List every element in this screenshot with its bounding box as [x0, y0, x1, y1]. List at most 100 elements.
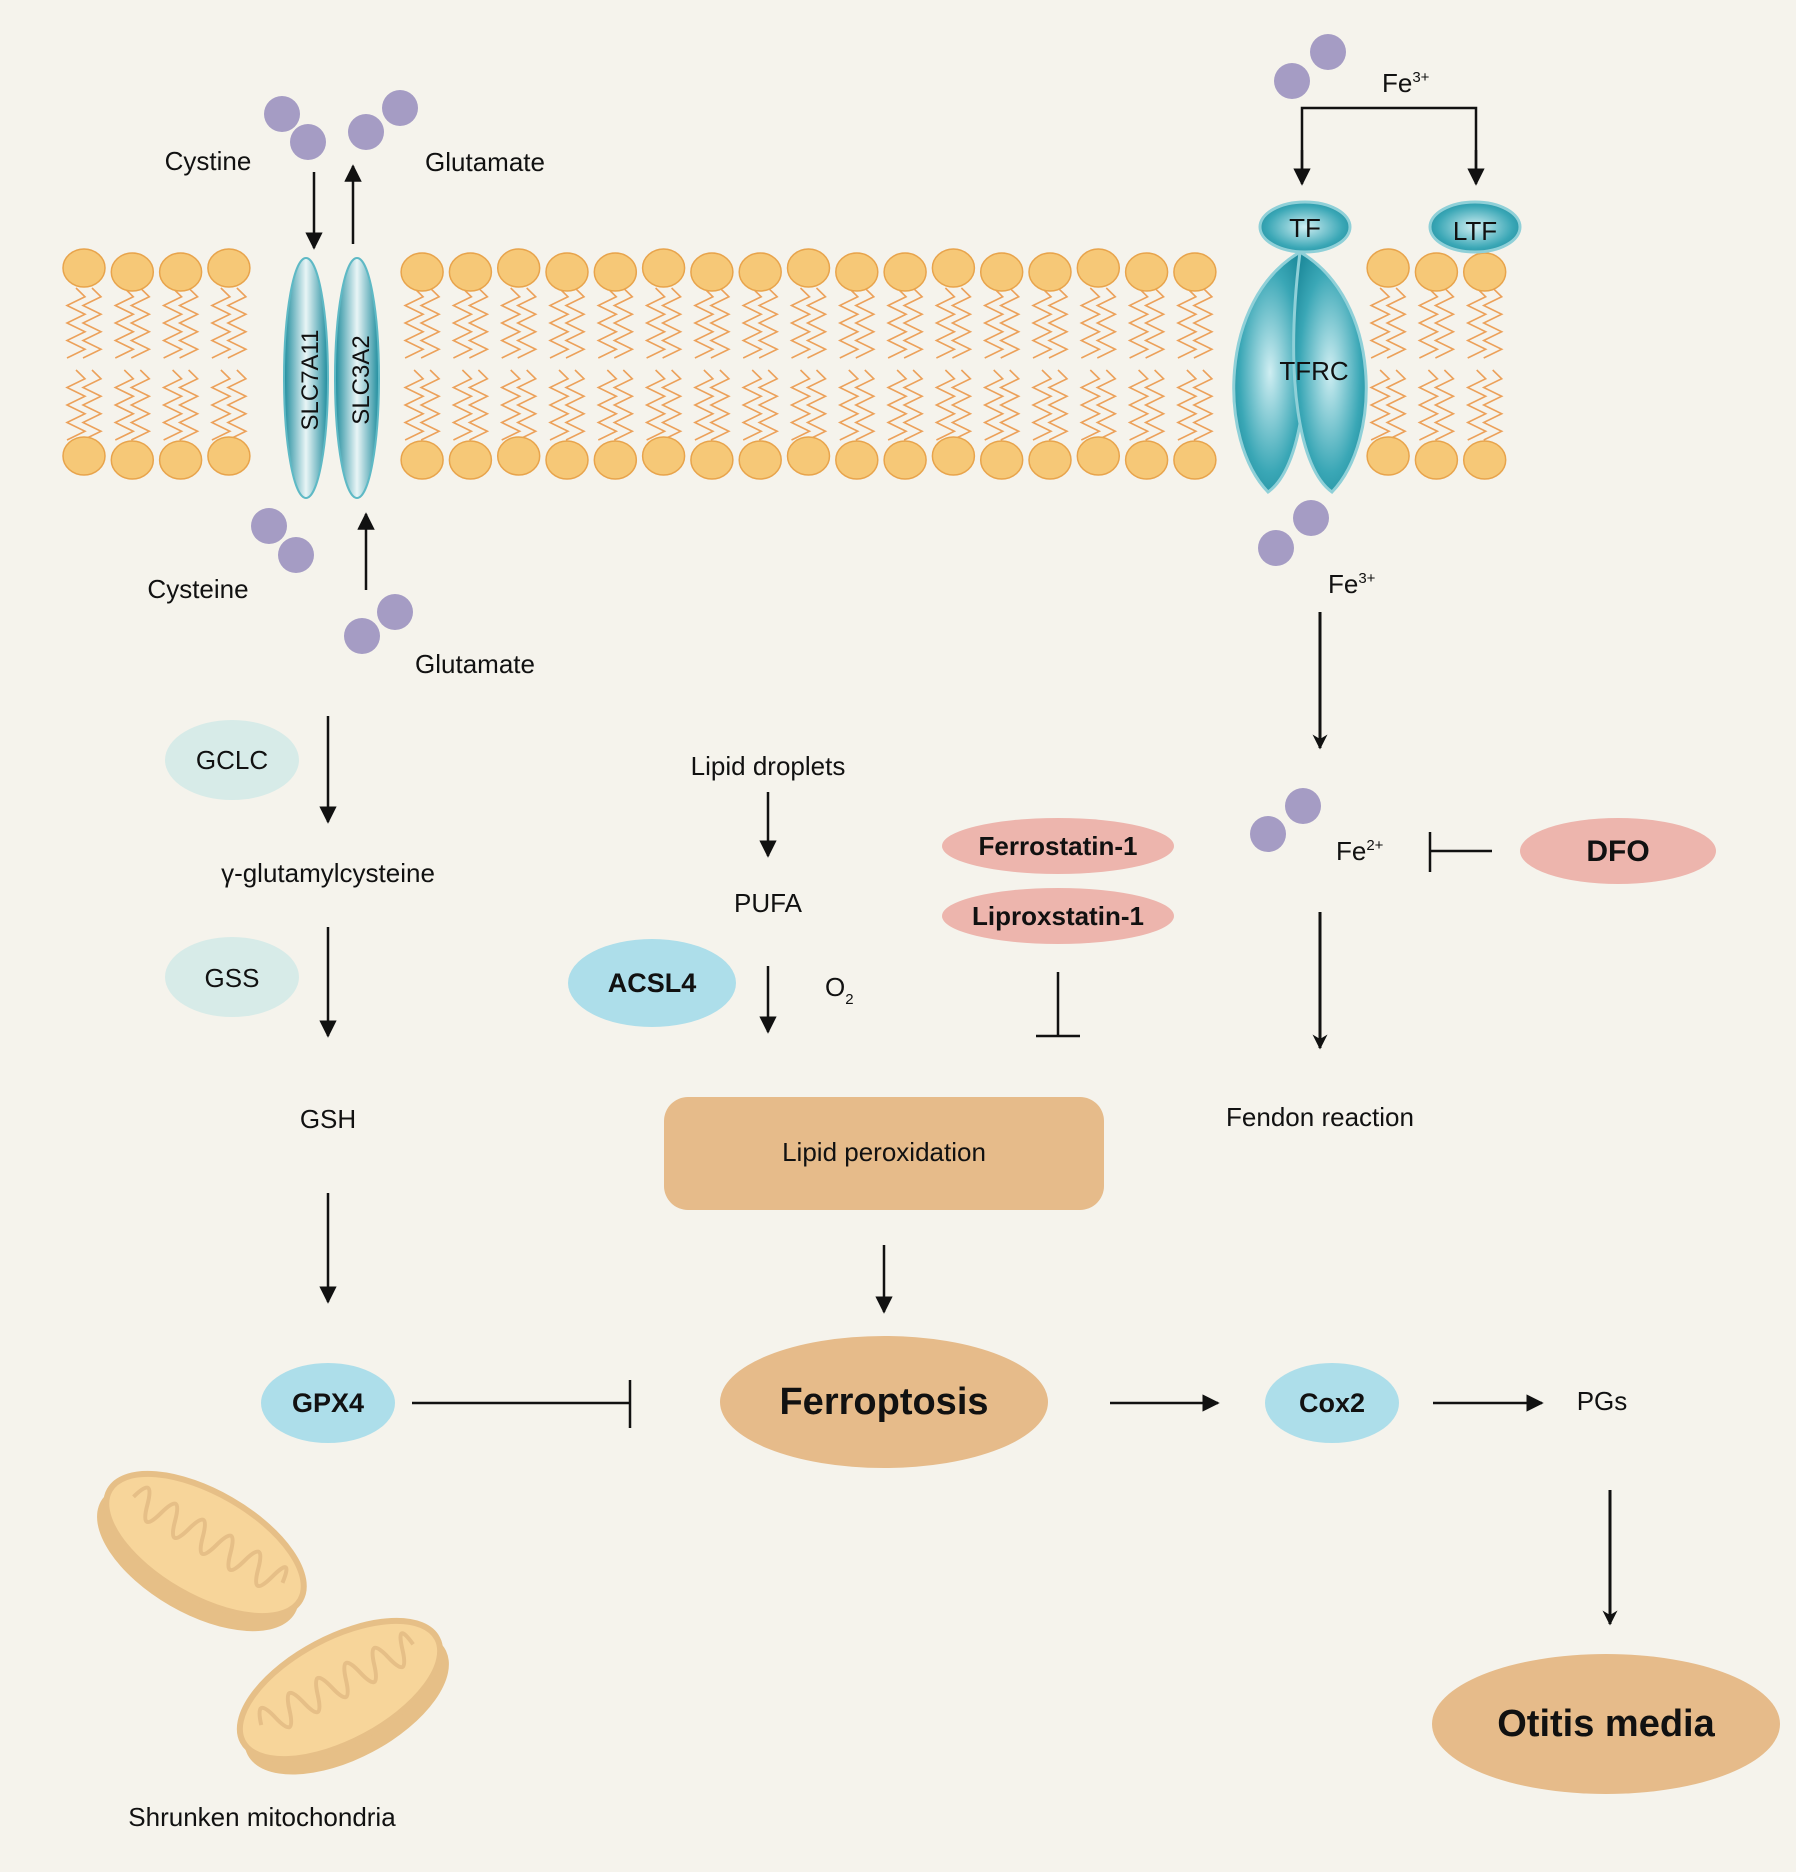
lipid-tail — [177, 287, 200, 359]
lipid-head — [1462, 252, 1507, 292]
lipid-head — [1173, 252, 1217, 292]
lipid-head — [496, 436, 541, 476]
otitis-media-label: Otitis media — [1497, 1703, 1715, 1745]
lipid-tail — [789, 369, 812, 441]
iron-molecule — [1258, 530, 1294, 566]
lipid-head — [545, 440, 589, 480]
gss-node — [165, 937, 299, 1017]
lipid-tail — [548, 287, 570, 359]
gclc-label: GCLC — [196, 745, 268, 775]
lipid-tail — [65, 369, 87, 441]
lipid-tail — [1433, 287, 1456, 359]
lipid-head — [448, 440, 493, 480]
lipid-tail — [81, 287, 103, 359]
lipid-tail — [757, 287, 780, 359]
glutamate-out-label: Glutamate — [425, 147, 545, 177]
lipid-head — [883, 440, 927, 480]
acsl4-node — [568, 939, 736, 1027]
lipid-tail — [1176, 287, 1198, 359]
lipid-tail — [226, 369, 248, 441]
arrows — [305, 106, 1618, 1626]
lipid-head — [448, 252, 493, 292]
glutamate-in-label: Glutamate — [415, 649, 535, 679]
gclc-node — [165, 720, 299, 800]
lipid-tail — [853, 287, 876, 359]
cox2-label: Cox2 — [1299, 1388, 1365, 1418]
lipid-tail — [837, 287, 860, 359]
lipid-tail — [1079, 287, 1102, 359]
lipid-head — [1366, 248, 1410, 288]
lipid-tail — [1417, 287, 1440, 359]
lipid-head — [738, 440, 782, 480]
pufa-label: PUFA — [734, 888, 803, 918]
lipid-tail — [1465, 287, 1488, 359]
lipid-tail — [1143, 287, 1166, 359]
lipid-tail — [129, 369, 152, 441]
lipid-tail — [1176, 369, 1198, 441]
iron-molecule — [1274, 63, 1310, 99]
lipid-head — [979, 440, 1024, 480]
lipid-tail — [805, 369, 828, 441]
lipid-tail — [451, 369, 474, 441]
gsh-label: GSH — [300, 1104, 356, 1134]
lipid-head — [931, 248, 976, 288]
lipid-tail — [1127, 369, 1150, 441]
lipid-head — [1076, 436, 1121, 476]
lipid-head — [883, 252, 927, 292]
o2-label: O2 — [825, 972, 854, 1008]
lipid-tail — [934, 287, 957, 359]
cysteine-label: Cysteine — [147, 574, 248, 604]
lipid-tail — [161, 287, 184, 359]
ferrostatin-label: Ferrostatin-1 — [979, 831, 1138, 861]
ferrostatin-node — [942, 818, 1174, 874]
lipid-tail — [596, 287, 619, 359]
lipid-tail — [644, 287, 667, 359]
lipid-tail — [499, 369, 522, 441]
lipid-head — [110, 440, 155, 480]
lipid-head — [593, 440, 638, 480]
lipid-tail — [113, 287, 136, 359]
lipid-tail — [1192, 369, 1214, 441]
lipid-tail — [612, 287, 635, 359]
dfo-label: DFO — [1586, 835, 1649, 868]
cystine-molecule — [290, 124, 326, 160]
lipid-tail — [902, 287, 924, 359]
lipid-tail — [1369, 287, 1391, 359]
lipid-tail — [65, 287, 87, 359]
lipid-head — [158, 252, 203, 292]
iron-molecule — [1293, 500, 1329, 536]
lipid-head — [1366, 436, 1410, 476]
lipid-tail — [403, 369, 425, 441]
lipid-tail — [805, 287, 828, 359]
lipid-head — [400, 252, 444, 292]
cox2-node — [1265, 1363, 1399, 1443]
lipid-tail — [1095, 287, 1118, 359]
slc3a2-label: SLC3A2 — [348, 335, 375, 424]
lipid-tail — [467, 369, 490, 441]
cystine-label: Cystine — [165, 146, 252, 176]
lipid-head — [110, 252, 155, 292]
lipid-tail — [226, 287, 248, 359]
fe3-top-label: Fe3+ — [1382, 68, 1430, 98]
cell-membrane — [62, 248, 1507, 480]
lipid-tail — [564, 369, 586, 441]
lipid-head — [207, 436, 251, 476]
lipid-peroxidation-label: Lipid peroxidation — [782, 1137, 986, 1167]
lipid-tail — [210, 369, 232, 441]
lipid-tail — [451, 287, 474, 359]
lipid-head — [690, 440, 734, 480]
gpx4-label: GPX4 — [292, 1388, 364, 1418]
lipid-tail — [1031, 369, 1053, 441]
lipid-head — [979, 252, 1024, 292]
gpx4-node — [261, 1363, 395, 1443]
lipid-head — [1414, 252, 1459, 292]
cysteine-molecule — [278, 537, 314, 573]
liproxstatin-node — [942, 888, 1174, 944]
lipid-tail — [564, 287, 586, 359]
lipid-head — [400, 440, 444, 480]
lipid-tail — [886, 287, 908, 359]
lipid-tail — [1079, 369, 1102, 441]
lipid-head — [1124, 252, 1169, 292]
lipid-tail — [515, 369, 538, 441]
fe3-in-label: Fe3+ — [1328, 569, 1376, 599]
